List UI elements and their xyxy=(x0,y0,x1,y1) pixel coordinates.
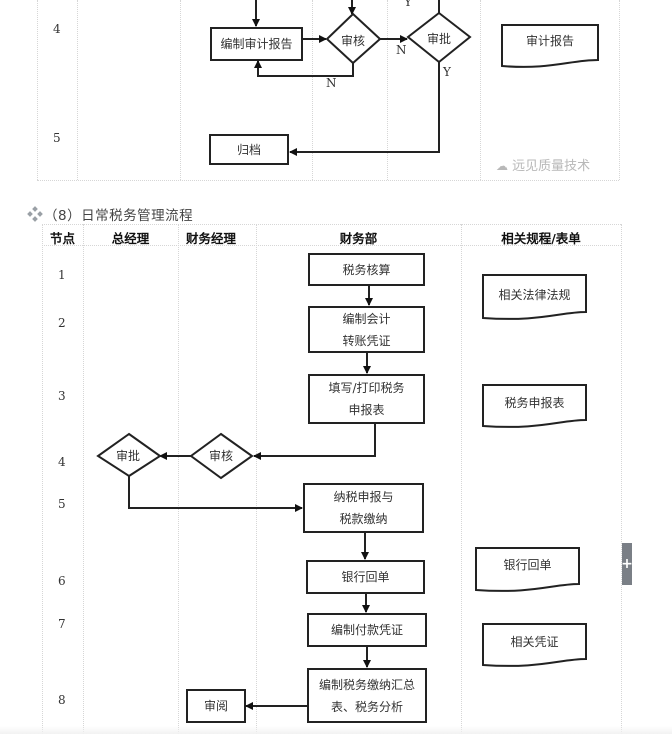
row-number: 6 xyxy=(58,574,66,588)
table-border xyxy=(42,224,43,734)
step-label: 转账凭证 xyxy=(342,333,391,348)
step-label: 申报表 xyxy=(348,403,385,417)
connector-arrow xyxy=(253,424,376,460)
column-divider xyxy=(256,224,257,734)
connector-arrow xyxy=(128,476,303,512)
tax-summary-analysis-step[interactable]: 编制税务缴纳汇总 表、税务分析 xyxy=(307,668,427,723)
branch-yes-label: Y xyxy=(443,65,451,79)
bank-receipt-document-shape xyxy=(475,547,580,592)
column-divider xyxy=(180,0,181,180)
header-node: 节点 xyxy=(49,231,75,246)
row-number: 8 xyxy=(58,693,66,707)
approve-decision-diamond xyxy=(406,11,472,64)
plus-icon: + xyxy=(621,556,633,572)
row-number: 5 xyxy=(58,497,66,511)
row-number: 1 xyxy=(58,268,66,282)
prepare-transfer-voucher-step[interactable]: 编制会计 转账凭证 xyxy=(308,306,425,353)
step-label: 编制付款凭证 xyxy=(330,623,403,637)
bank-receipt-step[interactable]: 银行回单 xyxy=(306,560,425,594)
header-finance-dept: 财务部 xyxy=(339,231,378,246)
step-label: 编制审计报告 xyxy=(220,37,293,51)
step-label: 税务核算 xyxy=(342,262,391,277)
watermark: ☁ 远见质量技术 xyxy=(496,155,590,174)
connector-arrow xyxy=(254,60,354,77)
gm-approve-text: 审批 xyxy=(115,449,140,463)
step-label: 银行回单 xyxy=(341,570,390,584)
table-border xyxy=(37,180,619,181)
wechat-icon: ☁ xyxy=(496,159,508,173)
watermark-text: 远见质量技术 xyxy=(512,159,591,174)
approve-decision-text: 审批 xyxy=(426,32,451,46)
header-documents: 相关规程/表单 xyxy=(501,231,581,246)
table-border xyxy=(37,0,38,180)
column-divider xyxy=(312,0,313,180)
header-finance-manager: 财务经理 xyxy=(185,231,236,246)
manager-review-text: 审核 xyxy=(208,449,233,463)
row-number: 3 xyxy=(58,389,66,403)
header-general-manager: 总经理 xyxy=(111,231,150,246)
side-expand-tab[interactable]: + xyxy=(621,543,633,585)
row-number: 4 xyxy=(58,455,66,469)
prepare-payment-voucher-step[interactable]: 编制付款凭证 xyxy=(307,613,427,647)
related-vouchers-text: 相关凭证 xyxy=(510,635,559,649)
step-label: 纳税申报与 xyxy=(333,490,394,504)
gm-approve-decision-diamond xyxy=(96,432,162,478)
audit-report-document-shape xyxy=(501,24,599,68)
column-divider xyxy=(480,0,481,180)
fill-print-tax-form-step[interactable]: 填写/打印税务 申报表 xyxy=(308,374,425,424)
step-label: 税款缴纳 xyxy=(339,512,388,526)
column-divider xyxy=(77,0,78,180)
tax-return-form-text: 税务申报表 xyxy=(504,396,565,410)
tax-filing-payment-step[interactable]: 纳税申报与 税款缴纳 xyxy=(303,483,424,533)
table-border xyxy=(619,0,620,180)
related-vouchers-document-shape xyxy=(482,623,587,667)
column-divider xyxy=(387,0,388,180)
step-label: 填写/打印税务 xyxy=(328,381,405,395)
row-number: 2 xyxy=(58,316,66,330)
row-number: 5 xyxy=(53,131,61,145)
row-number: 4 xyxy=(53,22,61,36)
review-decision-diamond xyxy=(325,12,382,65)
laws-regulations-document-shape xyxy=(482,274,587,320)
laws-regulations-text: 相关法律法规 xyxy=(498,288,571,302)
table-border xyxy=(42,224,621,225)
step-label: 归档 xyxy=(236,142,261,157)
archive-step[interactable]: 归档 xyxy=(209,134,289,165)
column-divider xyxy=(461,224,462,734)
branch-no-label: N xyxy=(326,76,337,90)
step-label: 编制会计 xyxy=(342,311,391,326)
review-decision-text: 审核 xyxy=(340,34,365,48)
branch-no-label: N xyxy=(396,43,407,57)
header-divider xyxy=(42,245,621,246)
column-divider xyxy=(178,224,179,734)
tax-return-form-document-shape xyxy=(482,384,587,428)
bottom-edge xyxy=(0,726,672,734)
section-title: （8）日常税务管理流程 xyxy=(44,208,194,224)
step-label: 表、税务分析 xyxy=(330,699,403,714)
audit-report-document-text: 审计报告 xyxy=(525,34,574,48)
connector-arrow xyxy=(289,62,440,156)
row-number: 7 xyxy=(58,617,66,631)
step-label: 审阅 xyxy=(203,699,228,713)
column-divider xyxy=(83,224,84,734)
compile-audit-report-step[interactable]: 编制审计报告 xyxy=(210,27,303,61)
step-label: 编制税务缴纳汇总 xyxy=(318,677,415,692)
bank-receipt-document-text: 银行回单 xyxy=(503,558,552,572)
table-border xyxy=(621,224,622,734)
bullet-diamond-icon xyxy=(25,205,45,225)
branch-yes-label: Y xyxy=(404,0,412,9)
tax-accounting-step[interactable]: 税务核算 xyxy=(308,253,425,286)
review-read-step[interactable]: 审阅 xyxy=(186,689,246,723)
manager-review-decision-diamond xyxy=(189,432,254,480)
